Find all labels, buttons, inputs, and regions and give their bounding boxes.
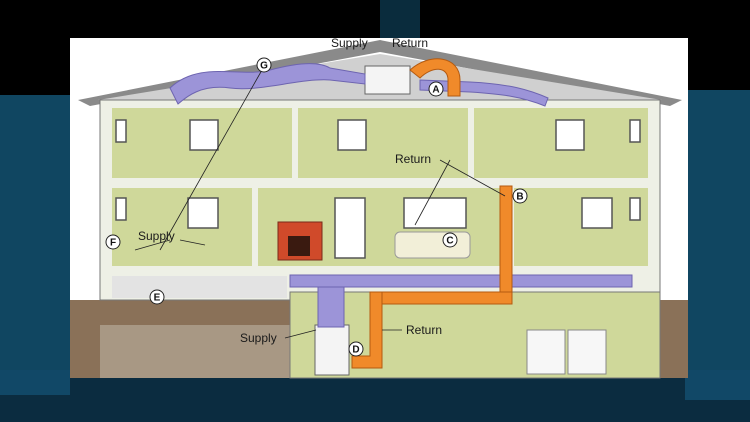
first-floor-room-right	[514, 188, 648, 266]
svg-text:F: F	[110, 238, 116, 249]
return-riser	[499, 185, 513, 297]
window-icon	[581, 197, 613, 229]
svg-text:G: G	[260, 61, 268, 72]
label-supply-attic: Supply	[331, 36, 368, 50]
return-ducts	[351, 58, 513, 369]
glow-left	[0, 95, 70, 395]
second-floor-room-middle	[298, 108, 468, 178]
window-icon	[187, 197, 219, 229]
marker-e: E	[149, 289, 165, 305]
washer-icon	[526, 329, 566, 375]
marker-c: C	[442, 232, 458, 248]
furnace-icon	[314, 324, 350, 376]
attic-return-duct	[409, 58, 461, 97]
window-icon	[555, 119, 585, 151]
label-return-upper: Return	[395, 152, 431, 166]
marker-f: F	[105, 234, 121, 250]
window-icon	[115, 197, 127, 221]
attic-supply-duct	[169, 63, 366, 105]
marker-g: G	[256, 57, 272, 73]
leader-lines	[134, 69, 506, 339]
first-floor-room-left	[112, 188, 252, 266]
marker-d: D	[348, 341, 364, 357]
window-icon	[337, 119, 367, 151]
svg-text:B: B	[516, 192, 523, 203]
svg-text:D: D	[352, 345, 359, 356]
furnace-supply-riser	[317, 286, 345, 328]
return-trunk	[369, 291, 513, 305]
supply-ducts	[169, 63, 633, 328]
window-icon	[403, 197, 467, 229]
windows	[115, 119, 641, 229]
marker-b: B	[512, 188, 528, 204]
label-supply-first: Supply	[138, 229, 175, 243]
door-icon	[334, 197, 366, 259]
crawl-space	[112, 276, 287, 298]
glow-bottom	[0, 370, 750, 422]
window-icon	[115, 119, 127, 143]
label-supply-basement: Supply	[240, 331, 277, 345]
window-icon	[629, 197, 641, 221]
svg-text:A: A	[432, 85, 439, 96]
label-return-basement: Return	[406, 323, 442, 337]
attic-air-handler-icon	[364, 65, 411, 95]
svg-text:E: E	[154, 293, 161, 304]
label-return-attic: Return	[392, 36, 428, 50]
window-icon	[189, 119, 219, 151]
marker-a: A	[428, 81, 444, 97]
glow-top-right	[380, 0, 420, 40]
svg-text:C: C	[446, 236, 453, 247]
glow-right	[685, 90, 750, 400]
window-icon	[629, 119, 641, 143]
dryer-icon	[567, 329, 607, 375]
fireplace-opening	[288, 236, 310, 256]
basement-supply-trunk	[289, 274, 633, 288]
return-drop	[351, 291, 383, 369]
sofa-icon	[394, 231, 471, 259]
